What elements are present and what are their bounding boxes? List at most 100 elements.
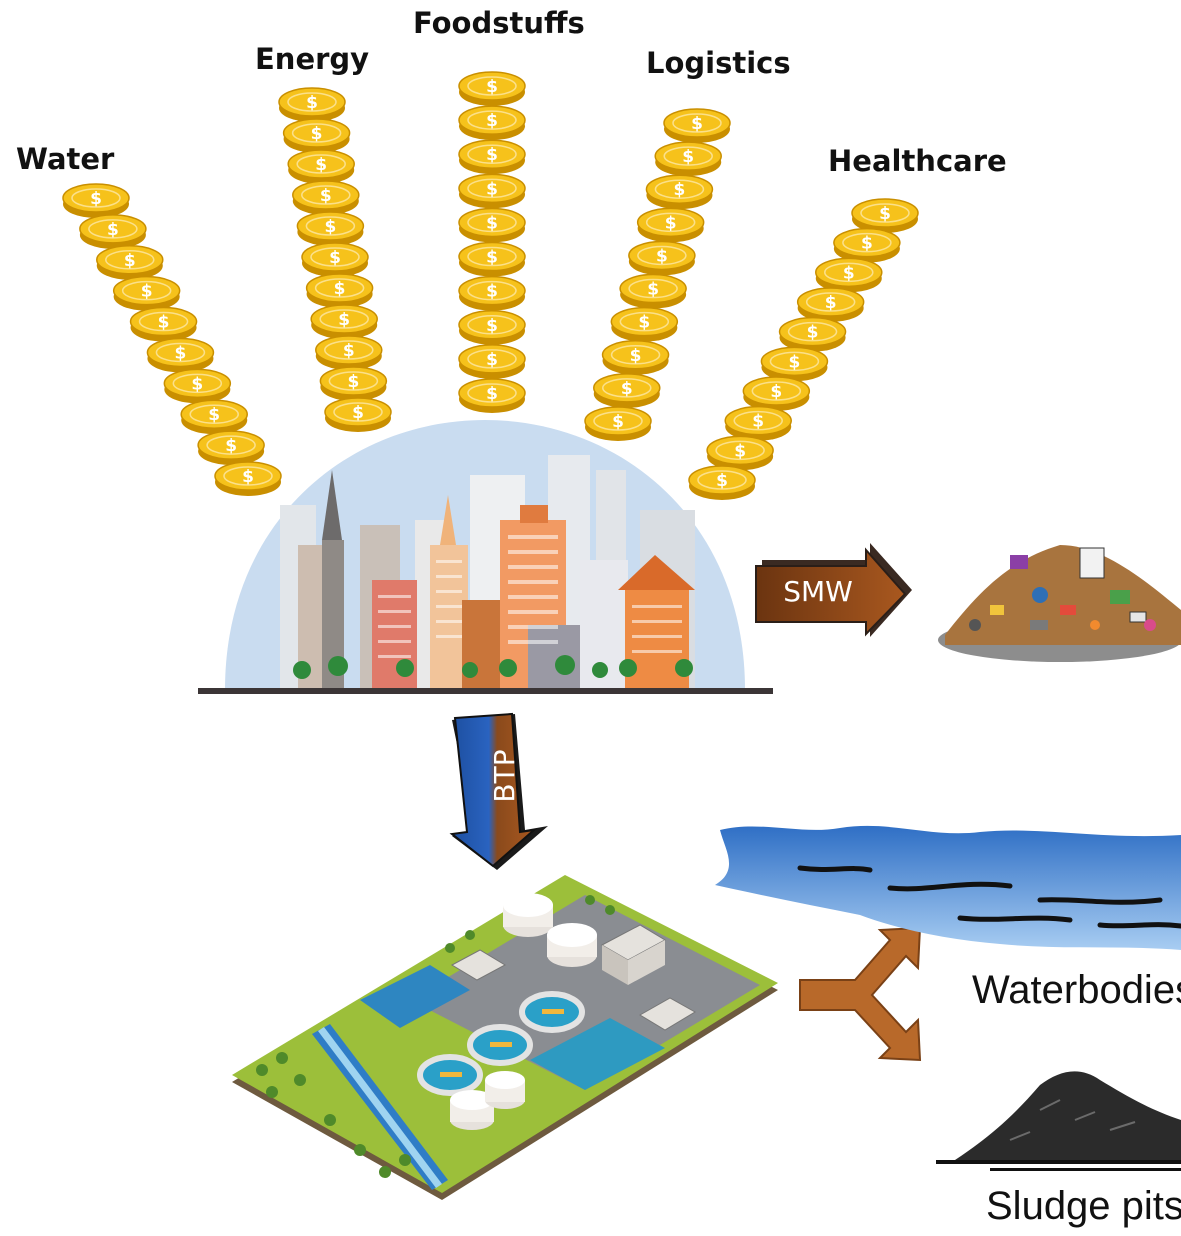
dollar-symbol: $ xyxy=(329,248,341,268)
sector-label-healthcare: Healthcare xyxy=(828,144,1007,178)
dollar-symbol: $ xyxy=(621,379,633,399)
coin-icon: $ xyxy=(62,183,130,218)
dollar-symbol: $ xyxy=(843,263,855,283)
coin-stack-foodstuffs: $ $ $ $ $ $ $ $ $ $ xyxy=(458,71,526,413)
coin-icon: $ xyxy=(628,240,696,276)
dollar-symbol: $ xyxy=(665,213,677,233)
dollar-symbol: $ xyxy=(347,372,359,392)
solid-waste-pile-illustration xyxy=(938,545,1181,662)
dollar-symbol: $ xyxy=(90,189,102,209)
dollar-symbol: $ xyxy=(486,111,498,131)
dollar-symbol: $ xyxy=(315,155,327,175)
waterbodies-label: Waterbodies xyxy=(972,968,1181,1012)
coin-icon: $ xyxy=(180,399,248,435)
coin-icon: $ xyxy=(851,198,919,233)
coin-icon: $ xyxy=(706,435,774,471)
dollar-symbol: $ xyxy=(879,204,891,224)
coin-icon: $ xyxy=(146,337,215,373)
dollar-symbol: $ xyxy=(861,234,873,254)
dollar-symbol: $ xyxy=(789,352,801,372)
coin-icon: $ xyxy=(778,316,847,352)
dollar-symbol: $ xyxy=(208,405,220,425)
dollar-symbol: $ xyxy=(343,341,355,361)
coin-icon: $ xyxy=(305,273,374,308)
coin-icon: $ xyxy=(688,465,756,500)
dollar-symbol: $ xyxy=(638,313,650,333)
dollar-symbol: $ xyxy=(486,179,498,199)
dollar-symbol: $ xyxy=(825,293,837,313)
coin-icon: $ xyxy=(458,241,526,277)
dollar-symbol: $ xyxy=(141,282,153,302)
dollar-symbol: $ xyxy=(656,246,668,266)
coin-icon: $ xyxy=(458,173,526,209)
coin-icon: $ xyxy=(636,207,705,243)
coin-icon: $ xyxy=(742,376,811,411)
dollar-symbol: $ xyxy=(324,217,336,237)
coin-icon: $ xyxy=(760,346,829,382)
dollar-symbol: $ xyxy=(682,147,694,167)
dollar-symbol: $ xyxy=(107,220,119,240)
dollar-symbol: $ xyxy=(770,382,782,402)
coin-icon: $ xyxy=(601,340,670,375)
coin-icon: $ xyxy=(724,405,792,441)
dollar-symbol: $ xyxy=(716,471,728,491)
coin-icon: $ xyxy=(796,287,865,322)
coin-icon: $ xyxy=(319,366,388,401)
coin-icon: $ xyxy=(310,304,378,339)
dollar-symbol: $ xyxy=(486,384,498,404)
dollar-symbol: $ xyxy=(630,346,642,366)
sludge-pits-label: Sludge pits xyxy=(986,1184,1181,1228)
dollar-symbol: $ xyxy=(612,412,624,432)
coin-icon: $ xyxy=(815,257,883,293)
btp-label: BTP xyxy=(488,749,521,802)
dollar-symbol: $ xyxy=(242,467,254,487)
sector-label-water: Water xyxy=(16,142,115,176)
dollar-symbol: $ xyxy=(486,282,498,302)
dollar-symbol: $ xyxy=(486,77,498,97)
coin-icon: $ xyxy=(112,275,181,311)
coin-icon: $ xyxy=(214,461,282,496)
sector-label-foodstuffs: Foodstuffs xyxy=(413,6,585,40)
coin-icon: $ xyxy=(278,87,346,122)
smw-arrow xyxy=(755,543,912,637)
dollar-symbol: $ xyxy=(486,316,498,336)
dollar-symbol: $ xyxy=(647,280,659,300)
dollar-symbol: $ xyxy=(486,350,498,370)
treatment-plant-illustration xyxy=(232,875,778,1200)
dollar-symbol: $ xyxy=(306,93,318,113)
dollar-symbol: $ xyxy=(486,213,498,233)
dollar-symbol: $ xyxy=(807,323,819,343)
coin-icon: $ xyxy=(619,273,687,309)
coin-icon: $ xyxy=(584,406,652,441)
coin-icon: $ xyxy=(458,71,526,106)
coin-icon: $ xyxy=(458,139,526,175)
coin-stack-healthcare: $ $ $ $ $ $ $ $ $ $ xyxy=(688,198,919,500)
coin-stacks: $$$$$$$$$$$$$$$$$$$$$$$$$$$$$$$$$$$$$$$$… xyxy=(62,71,919,500)
coin-icon: $ xyxy=(96,245,164,280)
coin-icon: $ xyxy=(296,211,365,246)
coin-icon: $ xyxy=(610,306,679,342)
coin-icon: $ xyxy=(458,378,526,413)
dollar-symbol: $ xyxy=(734,441,746,461)
coin-stack-water: $$$$$$$$$$ xyxy=(62,183,282,496)
coin-icon: $ xyxy=(282,118,351,153)
dollar-symbol: $ xyxy=(124,251,136,271)
coin-icon: $ xyxy=(458,105,526,141)
dollar-symbol: $ xyxy=(752,412,764,432)
dollar-symbol: $ xyxy=(175,343,187,363)
coin-stack-energy: $$$$$$$$$$$ xyxy=(278,87,392,432)
dollar-symbol: $ xyxy=(311,124,323,144)
dollar-symbol: $ xyxy=(486,145,498,165)
coin-icon: $ xyxy=(163,368,232,404)
coin-icon: $ xyxy=(654,141,722,177)
coin-icon: $ xyxy=(458,275,526,311)
dollar-symbol: $ xyxy=(191,374,203,394)
coin-stack-logistics: $$$$$$$$$$ xyxy=(584,108,731,441)
dollar-symbol: $ xyxy=(352,403,364,423)
coin-icon: $ xyxy=(129,306,198,342)
btp-arrow xyxy=(449,712,548,870)
coin-icon: $ xyxy=(324,397,392,432)
coin-icon: $ xyxy=(458,207,526,243)
